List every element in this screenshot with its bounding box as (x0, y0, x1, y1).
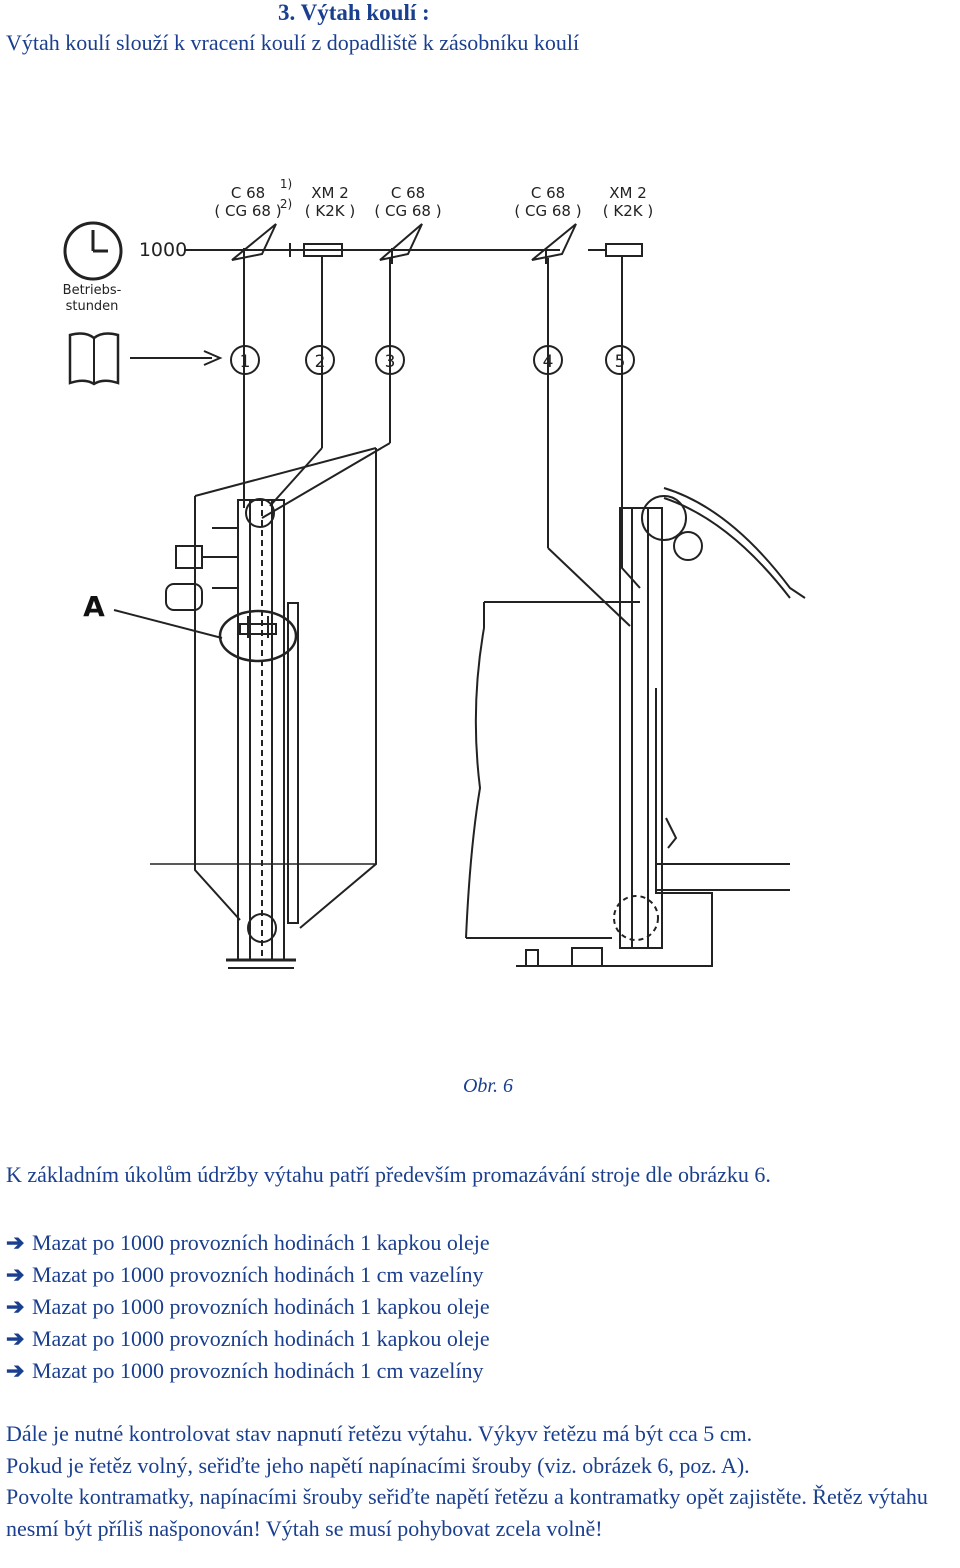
instruction-item: ➔ Mazat po 1000 provozních hodinách 1 kap… (6, 1291, 490, 1323)
arrow-icon: ➔ (6, 1294, 25, 1319)
clock-icon (63, 221, 123, 281)
arrow-icon: ➔ (6, 1262, 25, 1287)
label-4-bottom: ( CG 68 ) (514, 202, 581, 220)
position-5-label: 5 (615, 352, 626, 372)
label-2-top: XM 2 (311, 184, 349, 202)
position-marker-2: 2 (305, 345, 335, 375)
oiler-icon-3 (379, 223, 423, 264)
arrow-icon: ➔ (6, 1326, 25, 1351)
section-heading: 3. Výtah koulí : (278, 0, 430, 25)
label-5-top: XM 2 (609, 184, 647, 202)
intro-text: Výtah koulí slouží k vracení koulí z dop… (6, 30, 580, 55)
label-3-top: C 68 (391, 184, 425, 202)
instruction-item: ➔ Mazat po 1000 provozních hodinách 1 kap… (6, 1323, 490, 1355)
instruction-item: ➔ Mazat po 1000 provozních hodinách 1 cm … (6, 1355, 490, 1387)
label-5-bottom: ( K2K ) (603, 202, 653, 220)
left-elevator-column (165, 447, 377, 969)
grease-nipple-icon-5 (588, 243, 643, 257)
oiler-icon-4 (531, 223, 577, 264)
label-4-top: C 68 (531, 184, 565, 202)
arrow-icon: ➔ (6, 1358, 25, 1383)
instruction-text: Mazat po 1000 provozních hodinách 1 kapk… (32, 1326, 490, 1351)
label-1-bottom: ( CG 68 ) (214, 202, 281, 220)
label-2-bottom: ( K2K ) (305, 202, 355, 220)
note-sentence: Pokud je řetěz volný, seřiďte jeho napět… (6, 1452, 750, 1478)
instruction-item: ➔ Mazat po 1000 provozních hodinách 1 cm … (6, 1259, 490, 1291)
position-marker-3: 3 (375, 345, 405, 375)
maintenance-notes: Dále je nutné kontrolovat stav napnutí ř… (6, 1418, 946, 1544)
position-marker-5: 5 (605, 345, 635, 375)
instruction-text: Mazat po 1000 provozních hodinách 1 kapk… (32, 1294, 490, 1319)
lubrication-diagram: C 68 ( CG 68 ) XM 2 ( K2K ) C 68 ( CG 68… (0, 148, 860, 1148)
interval-label: 1000 (139, 239, 187, 261)
instruction-text: Mazat po 1000 provozních hodinách 1 kapk… (32, 1230, 490, 1255)
position-4-label: 4 (543, 352, 554, 372)
manual-book-icon (68, 332, 120, 386)
position-marker-1: 1 (230, 345, 260, 375)
maintenance-intro: K základním úkolům údržby výtahu patří p… (6, 1162, 771, 1187)
arrow-icon: ➔ (6, 1230, 25, 1255)
marker-a-label: A (83, 590, 105, 623)
note-sentence: Dále je nutné kontrolovat stav napnutí ř… (6, 1421, 753, 1446)
footnote-mark-2: 2) (280, 197, 292, 211)
figure-caption: Obr. 6 (463, 1075, 513, 1097)
instruction-text: Mazat po 1000 provozních hodinách 1 cm v… (32, 1358, 484, 1383)
position-1-label: 1 (240, 352, 251, 372)
footnote-mark-1: 1) (280, 177, 292, 191)
position-3-label: 3 (385, 352, 396, 372)
instruction-item: ➔ Mazat po 1000 provozních hodinách 1 kap… (6, 1227, 490, 1259)
right-elevator-assembly (465, 487, 806, 967)
oiler-icon-1 (231, 223, 277, 264)
note-sentence: Povolte kontramatky, napínacími šrouby s… (6, 1484, 928, 1541)
position-marker-4: 4 (533, 345, 563, 375)
instruction-text: Mazat po 1000 provozních hodinách 1 cm v… (32, 1262, 484, 1287)
position-2-label: 2 (315, 352, 326, 372)
chain-tensioner (218, 609, 298, 663)
lubrication-instructions: ➔ Mazat po 1000 provozních hodinách 1 kap… (6, 1227, 490, 1387)
clock-label-line1: Betriebs- (63, 283, 122, 298)
clock-label-line2: stunden (66, 299, 119, 314)
label-3-bottom: ( CG 68 ) (374, 202, 441, 220)
label-1-top: C 68 (231, 184, 265, 202)
